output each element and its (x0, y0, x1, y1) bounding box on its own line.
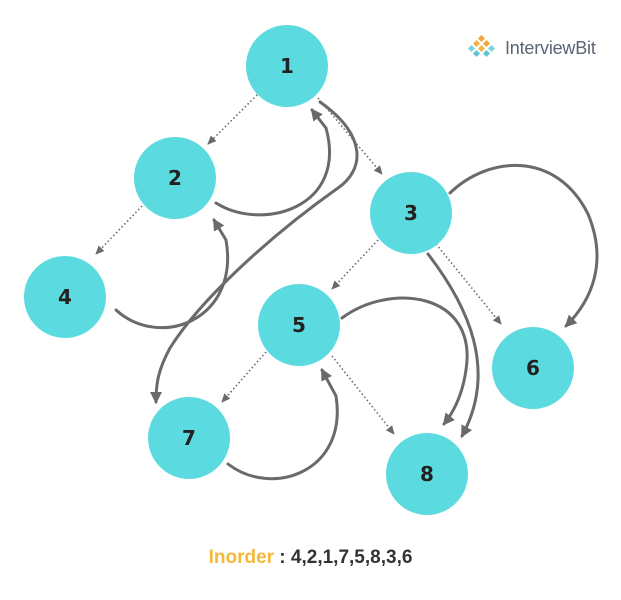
traversal-1-to-7 (150, 100, 359, 404)
node-3-circle (370, 172, 452, 254)
edge-1-3 (317, 97, 383, 175)
node-1: 1 (246, 25, 328, 107)
node-1-circle (246, 25, 328, 107)
node-7: 7 (148, 397, 230, 479)
edge-5-8 (331, 355, 395, 435)
edge-3-5 (331, 239, 379, 290)
node-8-label: 8 (420, 462, 434, 486)
caption-separator: : (274, 547, 291, 568)
node-4-label: 4 (58, 285, 72, 309)
interviewbit-logo-icon (467, 35, 496, 58)
traversal-5-to-8 (340, 296, 469, 426)
edge-3-6 (435, 243, 502, 325)
traversal-7-to-5 (226, 368, 339, 481)
edge-1-2 (207, 91, 261, 145)
traversal-3-to-6 (448, 164, 599, 328)
node-6: 6 (492, 327, 574, 409)
node-5-label: 5 (292, 313, 306, 337)
node-4: 4 (24, 256, 106, 338)
node-1-label: 1 (280, 54, 294, 78)
brand-name: InterviewBit (505, 37, 596, 58)
node-8: 8 (386, 433, 468, 515)
brand: InterviewBit (465, 33, 596, 63)
node-2-circle (134, 137, 216, 219)
node-3-label: 3 (404, 201, 418, 225)
traversal-3-to-8 (426, 252, 480, 438)
caption-label: Inorder (208, 547, 275, 568)
node-8-circle (386, 433, 468, 515)
node-7-circle (148, 397, 230, 479)
node-5: 5 (258, 284, 340, 366)
caption-sequence: 4,2,1,7,5,8,3,6 (290, 547, 413, 568)
node-6-circle (492, 327, 574, 409)
node-7-label: 7 (182, 426, 196, 450)
node-4-circle (24, 256, 106, 338)
node-2: 2 (134, 137, 216, 219)
node-2-label: 2 (168, 166, 182, 190)
tree-nodes: 1 2 3 4 5 6 7 8 (24, 25, 574, 515)
node-5-circle (258, 284, 340, 366)
traversal-2-to-1 (214, 108, 331, 217)
inorder-caption: Inorder : 4,2,1,7,5,8,3,6 (0, 547, 621, 569)
edge-2-4 (95, 205, 143, 255)
node-3: 3 (370, 172, 452, 254)
node-6-label: 6 (526, 356, 540, 380)
traversal-4-to-2 (114, 218, 230, 330)
edge-5-7 (221, 351, 267, 403)
